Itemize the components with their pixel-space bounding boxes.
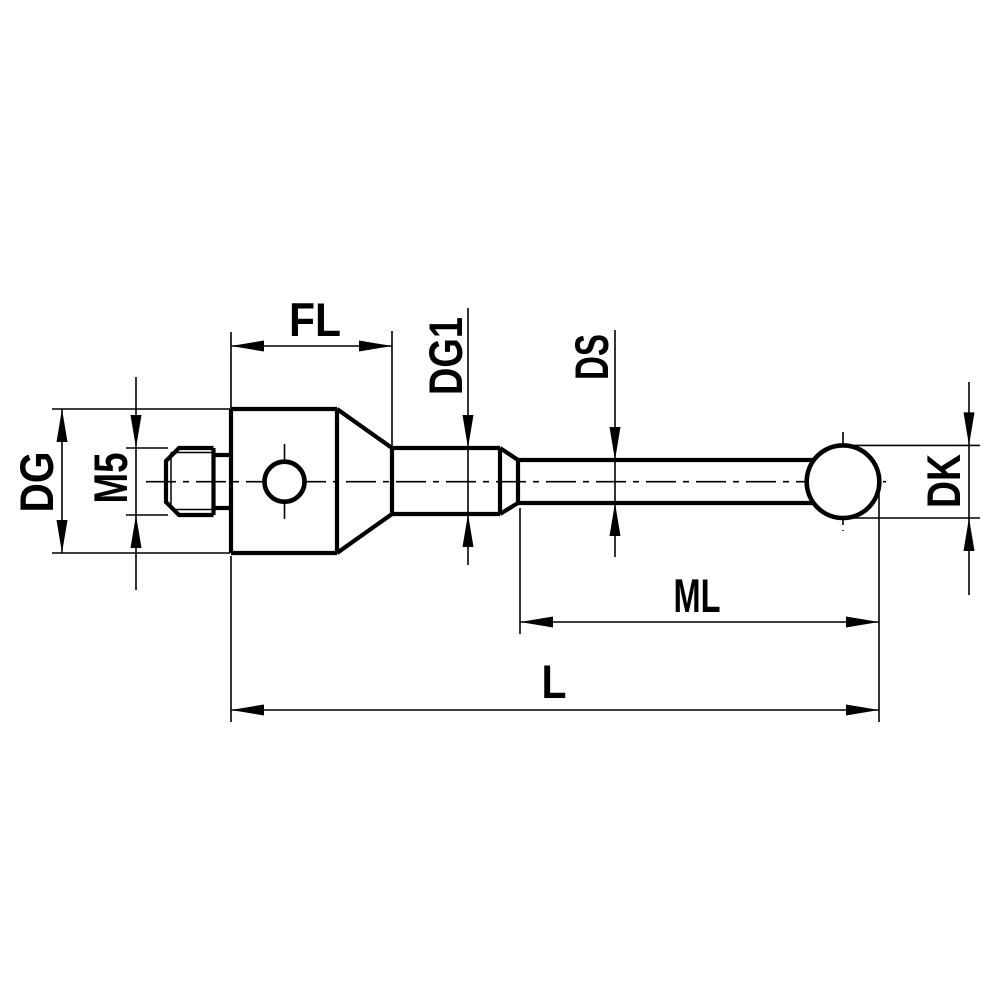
dimension-labels: FL DG1 DS DG M5 DK ML L (10, 293, 970, 708)
arrow-dg1-bottom (462, 514, 474, 547)
ball-tip (804, 443, 882, 521)
label-dk: DK (917, 454, 970, 508)
arrow-dg-bottom (56, 520, 68, 553)
arrow-dk-bottom (963, 518, 975, 551)
stylus-part-outline (163, 406, 814, 556)
arrow-fl-left (231, 340, 264, 352)
thread-outline (163, 445, 216, 518)
arrow-ml-right (846, 616, 879, 628)
arrow-l-right (846, 704, 879, 716)
thread-root-lines (170, 451, 213, 511)
body-outline (228, 406, 340, 556)
stem-taper-outline (498, 446, 521, 516)
arrow-dg-top (56, 409, 68, 442)
arrow-dk-top (963, 412, 975, 446)
arrow-ds-bottom (609, 503, 621, 536)
label-dg: DG (10, 452, 63, 513)
dimension-arrowheads (56, 340, 975, 716)
mounting-hole (262, 459, 307, 505)
label-ds: DS (565, 334, 618, 380)
label-ml: ML (674, 569, 721, 622)
stem-ds-outline (518, 457, 814, 506)
arrow-m5-bottom (130, 515, 142, 548)
label-m5: M5 (84, 453, 137, 504)
stem-dg1-outline (389, 445, 503, 517)
arrow-ds-top (609, 427, 621, 460)
arrow-ml-left (520, 616, 553, 628)
extension-lines (52, 331, 980, 722)
arrow-l-left (231, 704, 264, 716)
neck-outline (213, 452, 231, 511)
cone-outline (335, 407, 394, 555)
arrow-dg1-top (462, 415, 474, 448)
label-dg1: DG1 (419, 317, 472, 395)
round-features (262, 443, 882, 521)
thread-root (170, 451, 213, 511)
arrow-fl-right (359, 340, 392, 352)
label-fl: FL (289, 293, 341, 346)
label-l: L (542, 655, 567, 708)
arrow-m5-top (130, 415, 142, 448)
